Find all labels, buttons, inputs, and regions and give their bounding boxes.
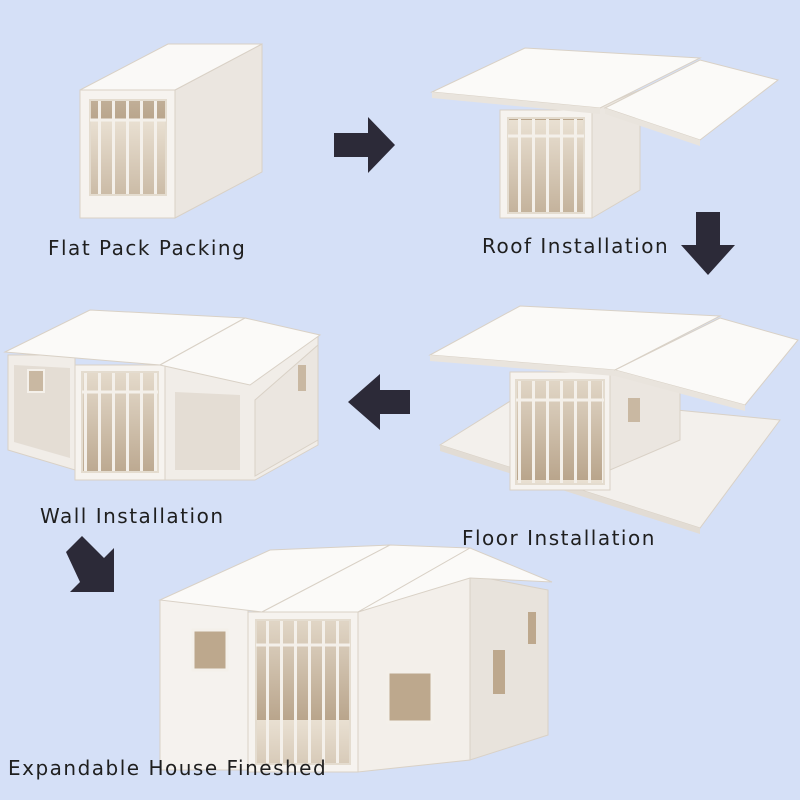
arrow-down-right-icon xyxy=(66,536,114,592)
flat-pack-container xyxy=(80,44,262,218)
arrow-right-icon xyxy=(334,117,395,173)
step-label-wall: Wall Installation xyxy=(40,504,225,528)
finished-house-model xyxy=(160,545,552,772)
step-label-floor: Floor Installation xyxy=(462,526,656,550)
wall-installation-model xyxy=(5,310,320,480)
roof-installation-model xyxy=(432,48,778,218)
step-label-roof: Roof Installation xyxy=(482,234,669,258)
arrow-down-icon xyxy=(681,212,735,275)
arrow-left-icon xyxy=(348,374,410,430)
floor-installation-model xyxy=(430,306,798,534)
step-label-flat-pack: Flat Pack Packing xyxy=(48,236,246,260)
step-label-finished: Expandable House Fineshed xyxy=(8,756,327,780)
